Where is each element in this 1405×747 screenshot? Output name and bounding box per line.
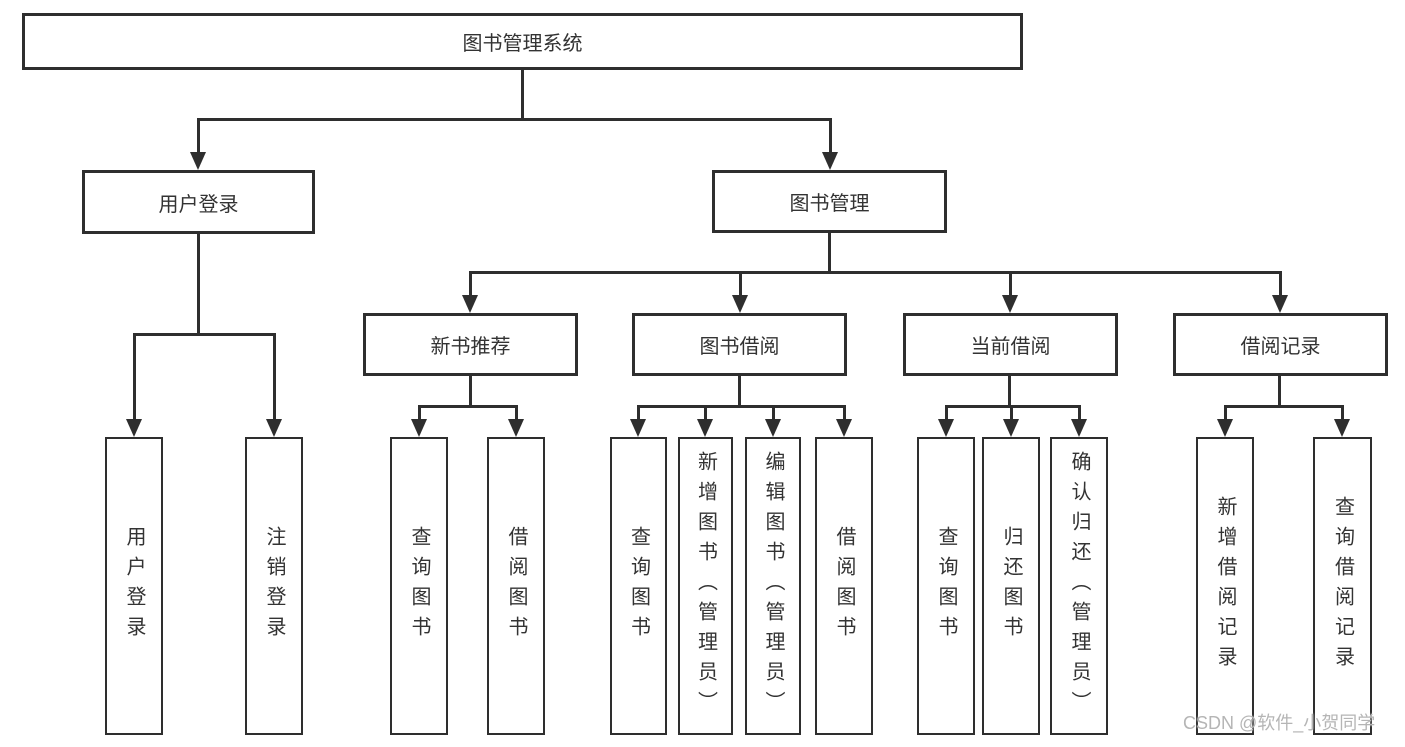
- leaf-current-query-book-label: 查询图书: [935, 526, 957, 646]
- connector-recommend-stem: [469, 376, 472, 407]
- connector-root-stem: [521, 69, 524, 120]
- leaf-borrow-query-book-label: 查询图书: [627, 526, 650, 646]
- arrow-to-book-borrow: [732, 271, 748, 313]
- connector-level2-rail: [197, 118, 832, 121]
- leaf-borrow-query-book: 查询图书: [610, 437, 667, 735]
- connector-recommend-rail: [418, 405, 518, 408]
- node-current-borrow: 当前借阅: [903, 313, 1118, 376]
- node-current-borrow-label: 当前借阅: [970, 336, 1051, 358]
- arrow-to-edit-book: [765, 405, 781, 437]
- arrow-to-current-borrow: [1002, 271, 1018, 313]
- arrow-to-confirm-return: [1071, 405, 1087, 437]
- arrow-to-recommend-borrow: [508, 405, 524, 437]
- leaf-edit-book-admin: 编辑图书（管理员）: [745, 437, 801, 735]
- leaf-query-borrow-record-label: 查询借阅记录: [1331, 496, 1354, 676]
- arrow-to-book-management: [822, 118, 838, 170]
- connector-book-management-stem: [828, 233, 831, 273]
- leaf-return-book: 归还图书: [982, 437, 1040, 735]
- connector-current-stem: [1008, 376, 1011, 407]
- leaf-recommend-query-book: 查询图书: [390, 437, 448, 735]
- node-root-label: 图书管理系统: [462, 33, 583, 55]
- connector-user-login-rail: [133, 333, 276, 336]
- arrow-to-add-record: [1217, 405, 1233, 437]
- node-book-borrow: 图书借阅: [632, 313, 847, 376]
- arrow-to-query-record: [1334, 405, 1350, 437]
- arrow-to-recommend-query: [411, 405, 427, 437]
- leaf-query-borrow-record: 查询借阅记录: [1313, 437, 1372, 735]
- arrow-to-leaf-user-login: [126, 333, 142, 437]
- leaf-add-borrow-record-label: 新增借阅记录: [1214, 496, 1236, 676]
- leaf-logout-label: 注销登录: [263, 526, 285, 646]
- leaf-user-login-label: 用户登录: [123, 526, 145, 646]
- leaf-recommend-borrow-book: 借阅图书: [487, 437, 545, 735]
- leaf-logout: 注销登录: [245, 437, 303, 735]
- node-borrow-record: 借阅记录: [1173, 313, 1388, 376]
- connector-user-login-stem: [197, 234, 200, 335]
- node-user-login-label: 用户登录: [158, 193, 239, 216]
- node-book-management: 图书管理: [712, 170, 947, 233]
- arrow-to-borrow-leaf: [836, 405, 852, 437]
- node-user-login: 用户登录: [82, 170, 315, 234]
- leaf-add-book-admin-label: 新增图书（管理员）: [694, 451, 717, 721]
- node-root: 图书管理系统: [22, 13, 1023, 70]
- leaf-add-book-admin: 新增图书（管理员）: [678, 437, 733, 735]
- node-book-borrow-label: 图书借阅: [699, 336, 780, 358]
- arrow-to-new-book-recommend: [462, 271, 478, 313]
- leaf-recommend-query-book-label: 查询图书: [408, 526, 430, 646]
- node-book-management-label: 图书管理: [789, 193, 870, 215]
- leaf-confirm-return-admin: 确认归还（管理员）: [1050, 437, 1108, 735]
- leaf-borrow-book: 借阅图书: [815, 437, 873, 735]
- leaf-add-borrow-record: 新增借阅记录: [1196, 437, 1254, 735]
- leaf-user-login: 用户登录: [105, 437, 163, 735]
- node-borrow-record-label: 借阅记录: [1240, 336, 1321, 358]
- leaf-confirm-return-admin-label: 确认归还（管理员）: [1068, 451, 1090, 721]
- node-new-book-recommend-label: 新书推荐: [430, 336, 511, 358]
- arrow-to-current-query: [938, 405, 954, 437]
- arrow-to-return-book: [1003, 405, 1019, 437]
- node-new-book-recommend: 新书推荐: [363, 313, 578, 376]
- leaf-edit-book-admin-label: 编辑图书（管理员）: [762, 451, 784, 721]
- leaf-current-query-book: 查询图书: [917, 437, 975, 735]
- connector-record-stem: [1278, 376, 1281, 407]
- arrow-to-borrow-record: [1272, 271, 1288, 313]
- leaf-return-book-label: 归还图书: [1000, 526, 1022, 646]
- connector-borrow-stem: [738, 376, 741, 407]
- leaf-recommend-borrow-book-label: 借阅图书: [505, 526, 527, 646]
- csdn-watermark: CSDN @软件_小贺同学: [1183, 713, 1376, 733]
- arrow-to-borrow-query: [630, 405, 646, 437]
- connector-current-rail: [945, 405, 1080, 408]
- leaf-borrow-book-label: 借阅图书: [833, 526, 855, 646]
- connector-borrow-rail: [637, 405, 845, 408]
- arrow-to-user-login: [190, 118, 206, 170]
- connector-level3-rail: [469, 271, 1282, 274]
- arrow-to-add-book: [697, 405, 713, 437]
- connector-record-rail: [1224, 405, 1343, 408]
- arrow-to-leaf-logout: [266, 333, 282, 437]
